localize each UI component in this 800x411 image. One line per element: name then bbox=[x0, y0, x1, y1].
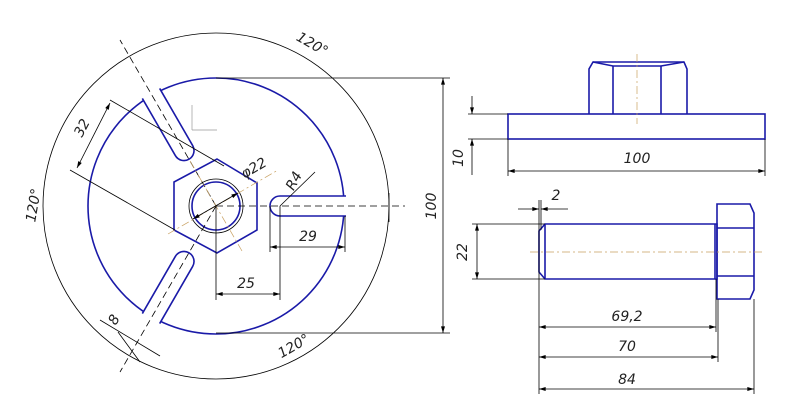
dim-thread-length: 69,2 bbox=[611, 309, 642, 325]
dim-bolt-diameter: 22 bbox=[455, 243, 471, 261]
dim-slot-width: 8 bbox=[105, 312, 123, 328]
dim-hole-diameter: φ22 bbox=[238, 155, 270, 182]
dimension-lines-front bbox=[69, 77, 450, 363]
dimension-lines-bolt bbox=[472, 200, 755, 394]
dim-bolt-length: 84 bbox=[618, 372, 636, 388]
dim-slot-offset: 25 bbox=[237, 276, 255, 292]
dim-plate-width: 100 bbox=[624, 151, 651, 167]
plate-side-view bbox=[507, 54, 766, 140]
hex-nut bbox=[173, 158, 258, 254]
dim-shank-length: 70 bbox=[618, 339, 636, 355]
bolt-side-view bbox=[530, 203, 765, 300]
dim-plate-thickness: 10 bbox=[451, 149, 467, 167]
dim-slot-depth: 29 bbox=[299, 229, 317, 245]
dimension-lines-plate bbox=[468, 96, 766, 176]
dim-slot-radius: R4 bbox=[283, 169, 306, 193]
dim-angle-left: 120° bbox=[23, 187, 45, 223]
slot-lower-left bbox=[141, 250, 195, 324]
dim-chamfer: 2 bbox=[552, 188, 561, 204]
dim-slot-length: 32 bbox=[71, 116, 94, 139]
dim-angle-bottom: 120° bbox=[275, 331, 312, 362]
coordinate-axes-icon bbox=[191, 105, 217, 131]
slot-upper-left bbox=[141, 88, 195, 162]
dim-disc-diameter: 100 bbox=[424, 193, 440, 220]
dim-angle-top: 120° bbox=[293, 29, 330, 60]
